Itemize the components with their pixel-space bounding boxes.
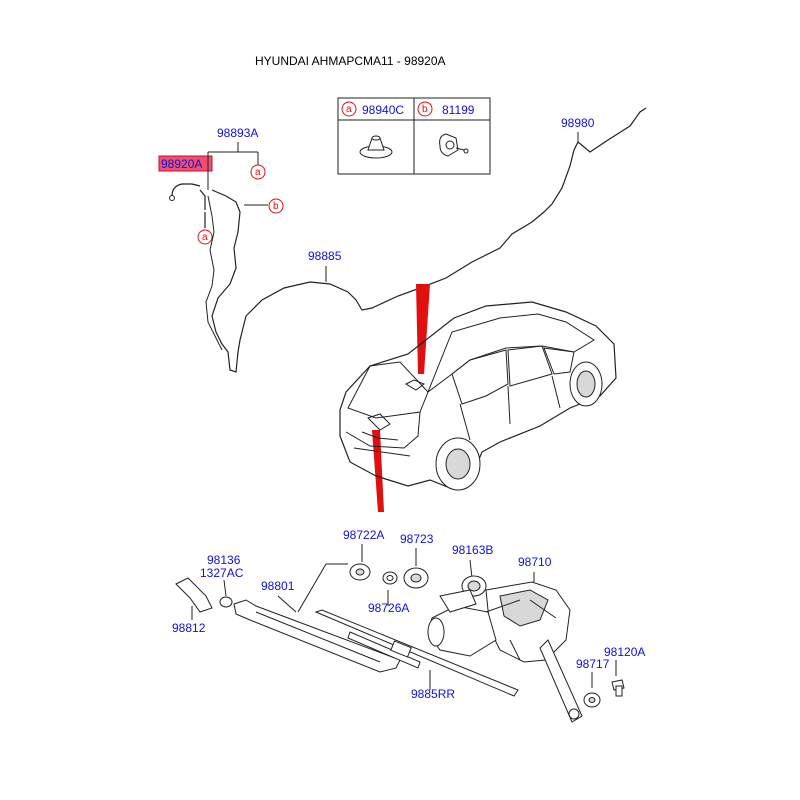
legend-ref-a: a	[346, 104, 352, 115]
washer-nozzle	[169, 183, 201, 201]
part-98717: 98717	[576, 657, 610, 671]
part-98120A: 98120A	[604, 645, 645, 659]
part-98723: 98723	[400, 532, 434, 546]
washer-98726A	[382, 571, 398, 585]
wiper-motor-98710	[427, 581, 583, 723]
wiper-cover-98812	[175, 577, 213, 613]
legend-part-a: 98940C	[362, 103, 404, 117]
part-98893A: 98893A	[217, 126, 258, 140]
pointer-upper	[416, 284, 430, 374]
clip-icon	[439, 133, 469, 157]
wiper-blade-9885RR	[314, 609, 519, 697]
nut-1327AC	[219, 596, 233, 608]
bushing-98717	[583, 692, 601, 708]
part-98163B: 98163B	[452, 543, 493, 557]
legend-ref-b-circle	[417, 101, 433, 117]
part-1327AC: 1327AC	[200, 566, 244, 580]
part-98812: 98812	[172, 621, 206, 635]
grommet-icon	[359, 135, 393, 159]
ref-a-upper: a	[255, 167, 261, 178]
legend-ref-b: b	[422, 104, 428, 115]
part-9885RR: 9885RR	[411, 687, 455, 701]
legend-ref-a-circle	[341, 101, 357, 117]
part-98980: 98980	[561, 116, 595, 130]
ref-b: b	[273, 201, 279, 212]
legend-part-b: 81199	[442, 103, 475, 117]
part-98920A: 98920A	[161, 157, 202, 171]
wiper-arm-98801	[233, 599, 401, 673]
cap-98723	[403, 567, 429, 589]
vehicle-illustration	[339, 301, 617, 491]
diagram-title: HYUNDAI AHMAPCMA11 - 98920A	[255, 54, 446, 68]
part-98726A: 98726A	[368, 601, 409, 615]
ref-b-circle	[268, 198, 284, 214]
ref-a-lower-circle	[197, 229, 213, 245]
nut-98722A	[349, 563, 371, 581]
part-98885: 98885	[308, 249, 342, 263]
reference-table: a 98940C b 81199	[337, 97, 491, 175]
ref-a-lower: a	[202, 232, 208, 243]
part-98801: 98801	[261, 579, 295, 593]
washer-hose	[211, 107, 647, 373]
part-98136: 98136	[207, 553, 241, 567]
ref-a-upper-circle	[250, 164, 266, 180]
bolt-98120A	[611, 679, 625, 697]
highlight-box	[158, 155, 213, 172]
part-98710: 98710	[518, 555, 552, 569]
pointer-lower	[372, 430, 384, 512]
part-98722A: 98722A	[343, 528, 384, 542]
